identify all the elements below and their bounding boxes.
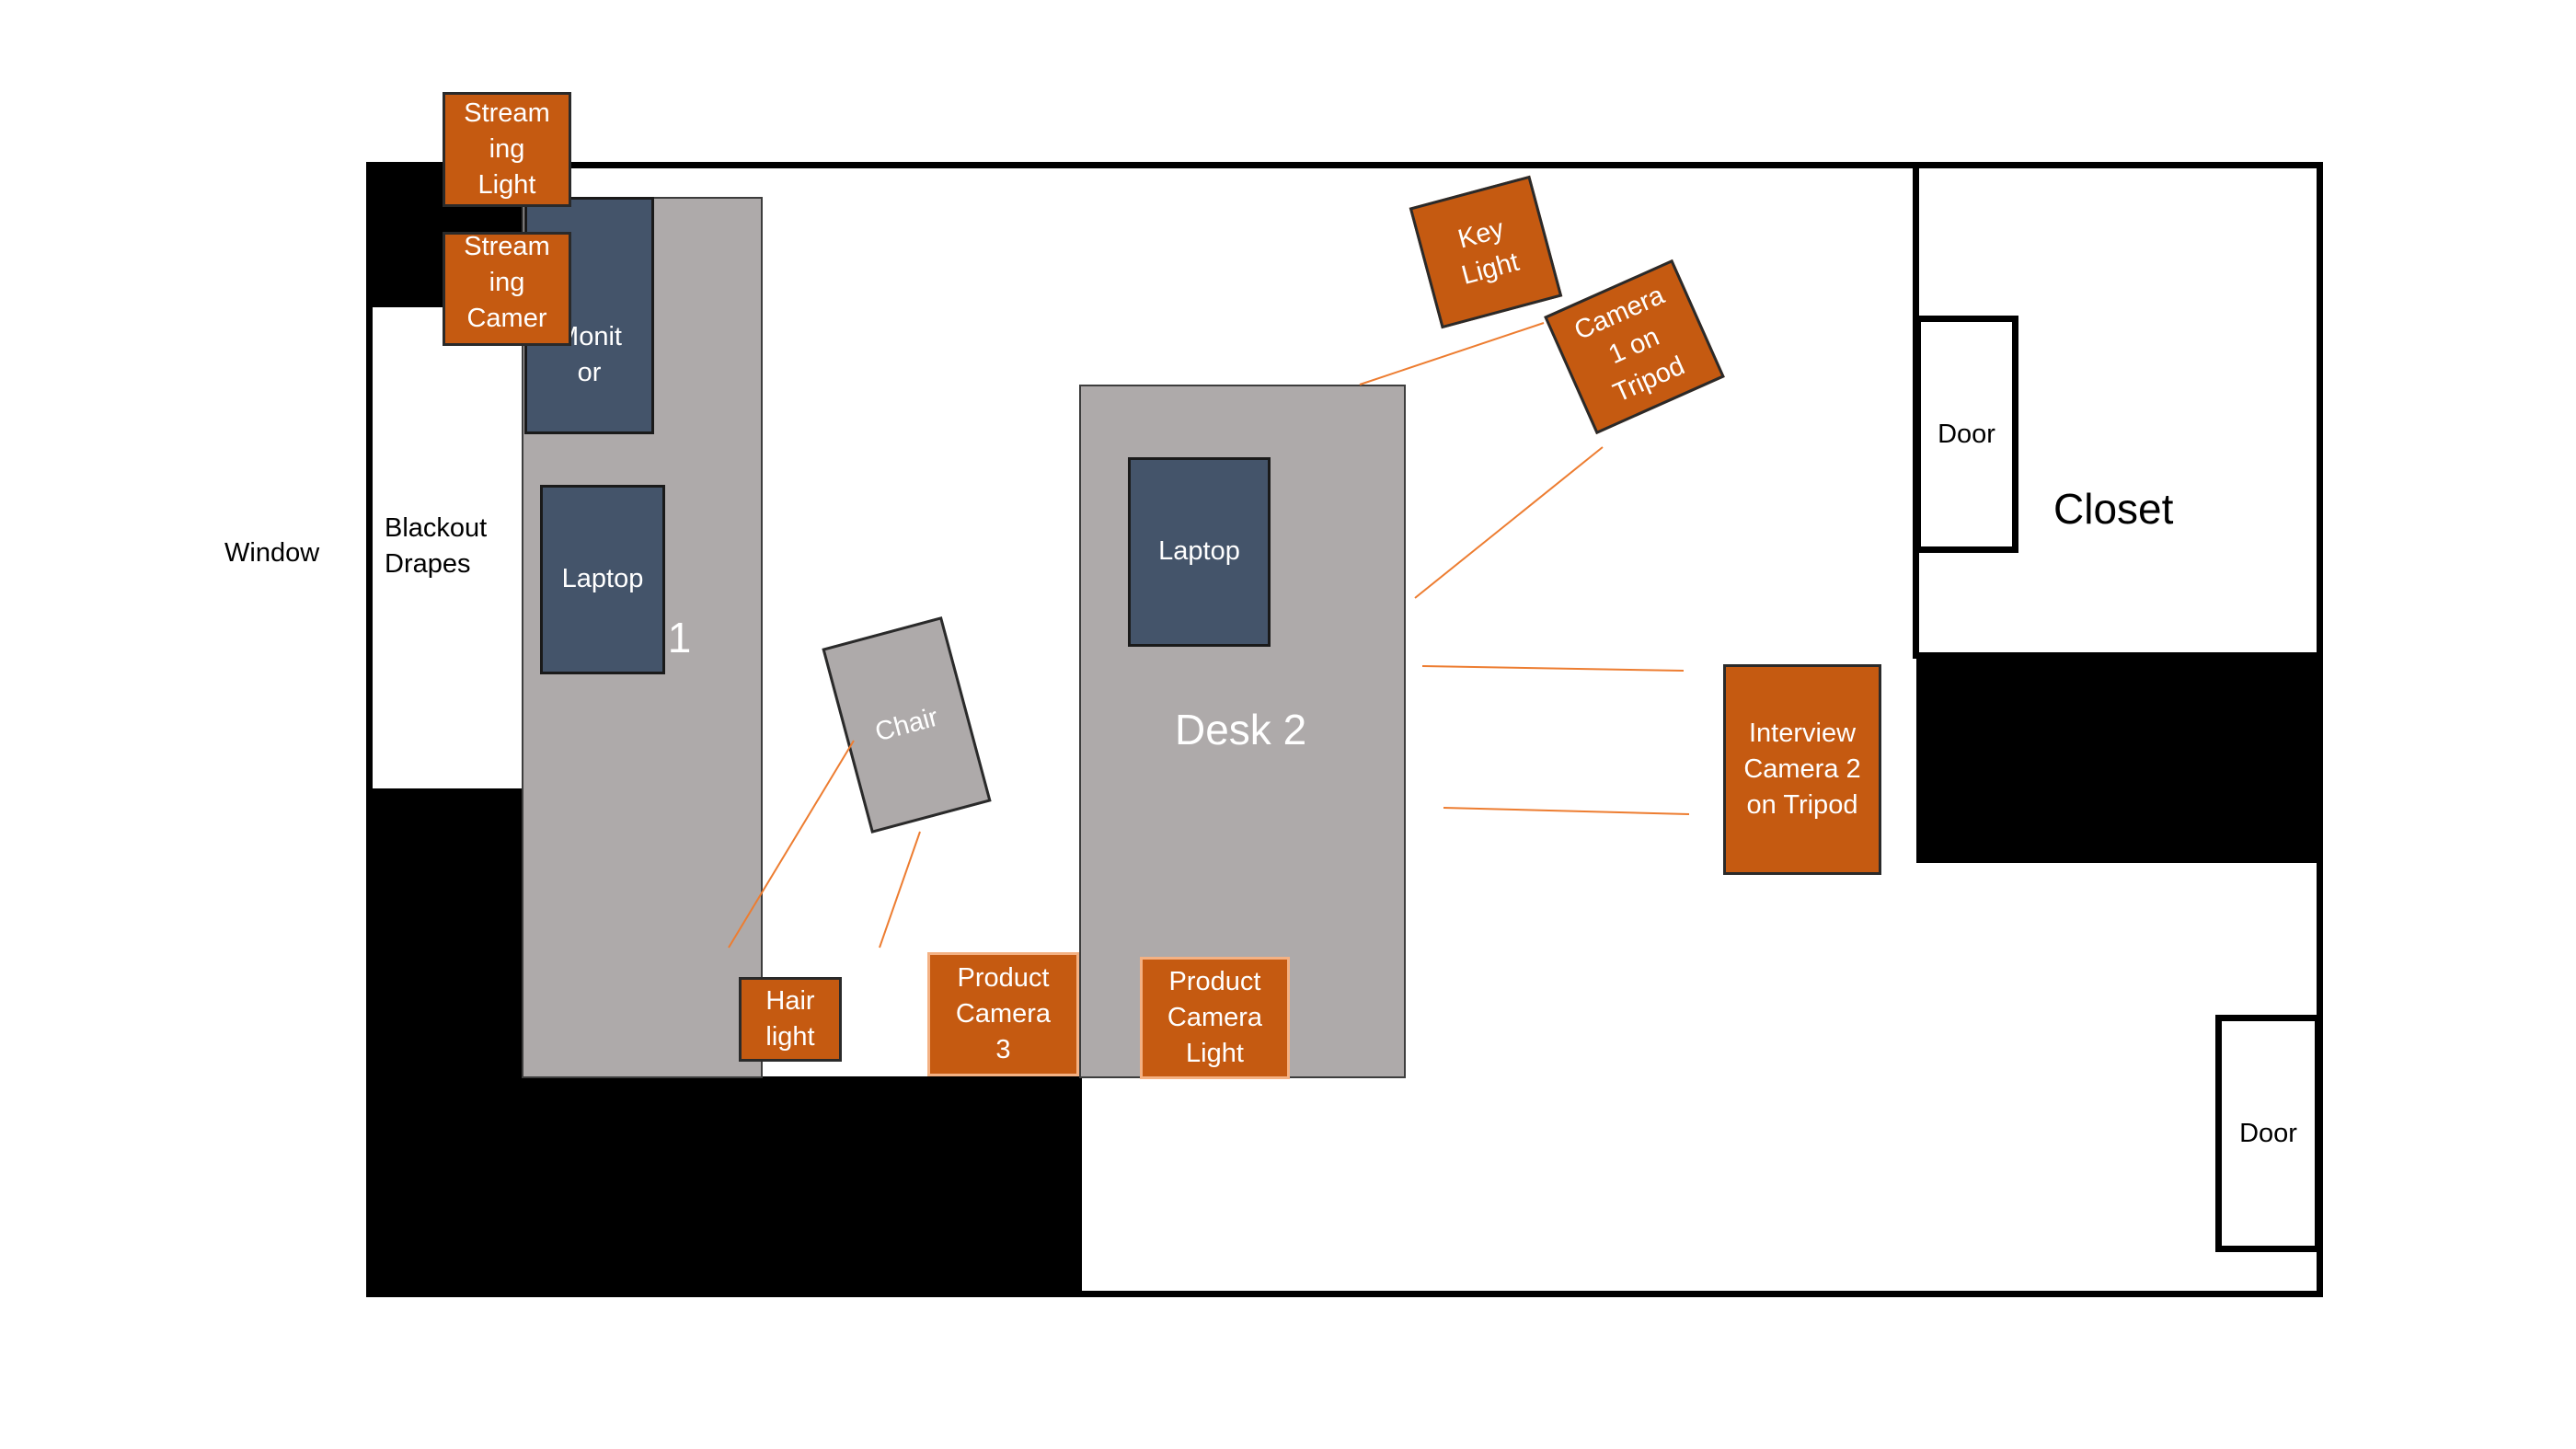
laptop-1: Laptop [540, 485, 665, 674]
window-label: Window [224, 538, 320, 568]
streaming-light: Stream ing Light [443, 92, 571, 207]
sightline-product-camera-3 [879, 831, 921, 949]
blackout-drapes-label: Blackout Drapes [385, 513, 488, 580]
key-light-label: Key Light [1455, 213, 1523, 291]
product-camera-light: Product Camera Light [1140, 957, 1290, 1079]
streaming-light-label: Stream ing Light [464, 98, 550, 201]
streaming-camera: Stream ing Camer a [443, 232, 571, 346]
interview-camera-2-label: Interview Camera 2 on Tripod [1743, 718, 1861, 821]
blackout-drapes-area [374, 307, 523, 788]
product-camera-3-label: Product Camera 3 [955, 962, 1052, 1065]
camera-1-label: Camera 1 on Tripod [1570, 281, 1689, 408]
closet-door: Door [1915, 316, 2018, 553]
product-camera-light-label: Product Camera Light [1167, 966, 1263, 1069]
sightline-hair-light [728, 740, 855, 949]
room-outline [366, 162, 2323, 1297]
sightline-interview-a [1421, 665, 1685, 672]
laptop-2: Laptop [1128, 457, 1271, 647]
closet-wall-block [1916, 655, 2323, 863]
hair-light-label: Hair light [765, 985, 815, 1052]
hair-light: Hair light [739, 977, 842, 1062]
streaming-camera-label: Stream ing Camer a [464, 232, 550, 343]
sightline-camera1-a [1359, 322, 1545, 385]
wall-bottom-left [366, 1076, 1082, 1297]
laptop-2-label: Laptop [1158, 536, 1240, 567]
sightline-camera1-b [1414, 446, 1604, 599]
room-door: Door [2215, 1015, 2321, 1252]
closet-label: Closet [2053, 485, 2174, 533]
room-door-label: Door [2239, 1118, 2297, 1148]
sightline-interview-b [1443, 807, 1690, 815]
closet-door-label: Door [1938, 419, 1995, 449]
interview-camera-2: Interview Camera 2 on Tripod [1723, 664, 1881, 875]
desk-2-label: Desk 2 [1175, 706, 1307, 753]
laptop-1-label: Laptop [561, 564, 644, 594]
product-camera-3: Product Camera 3 [927, 952, 1079, 1076]
